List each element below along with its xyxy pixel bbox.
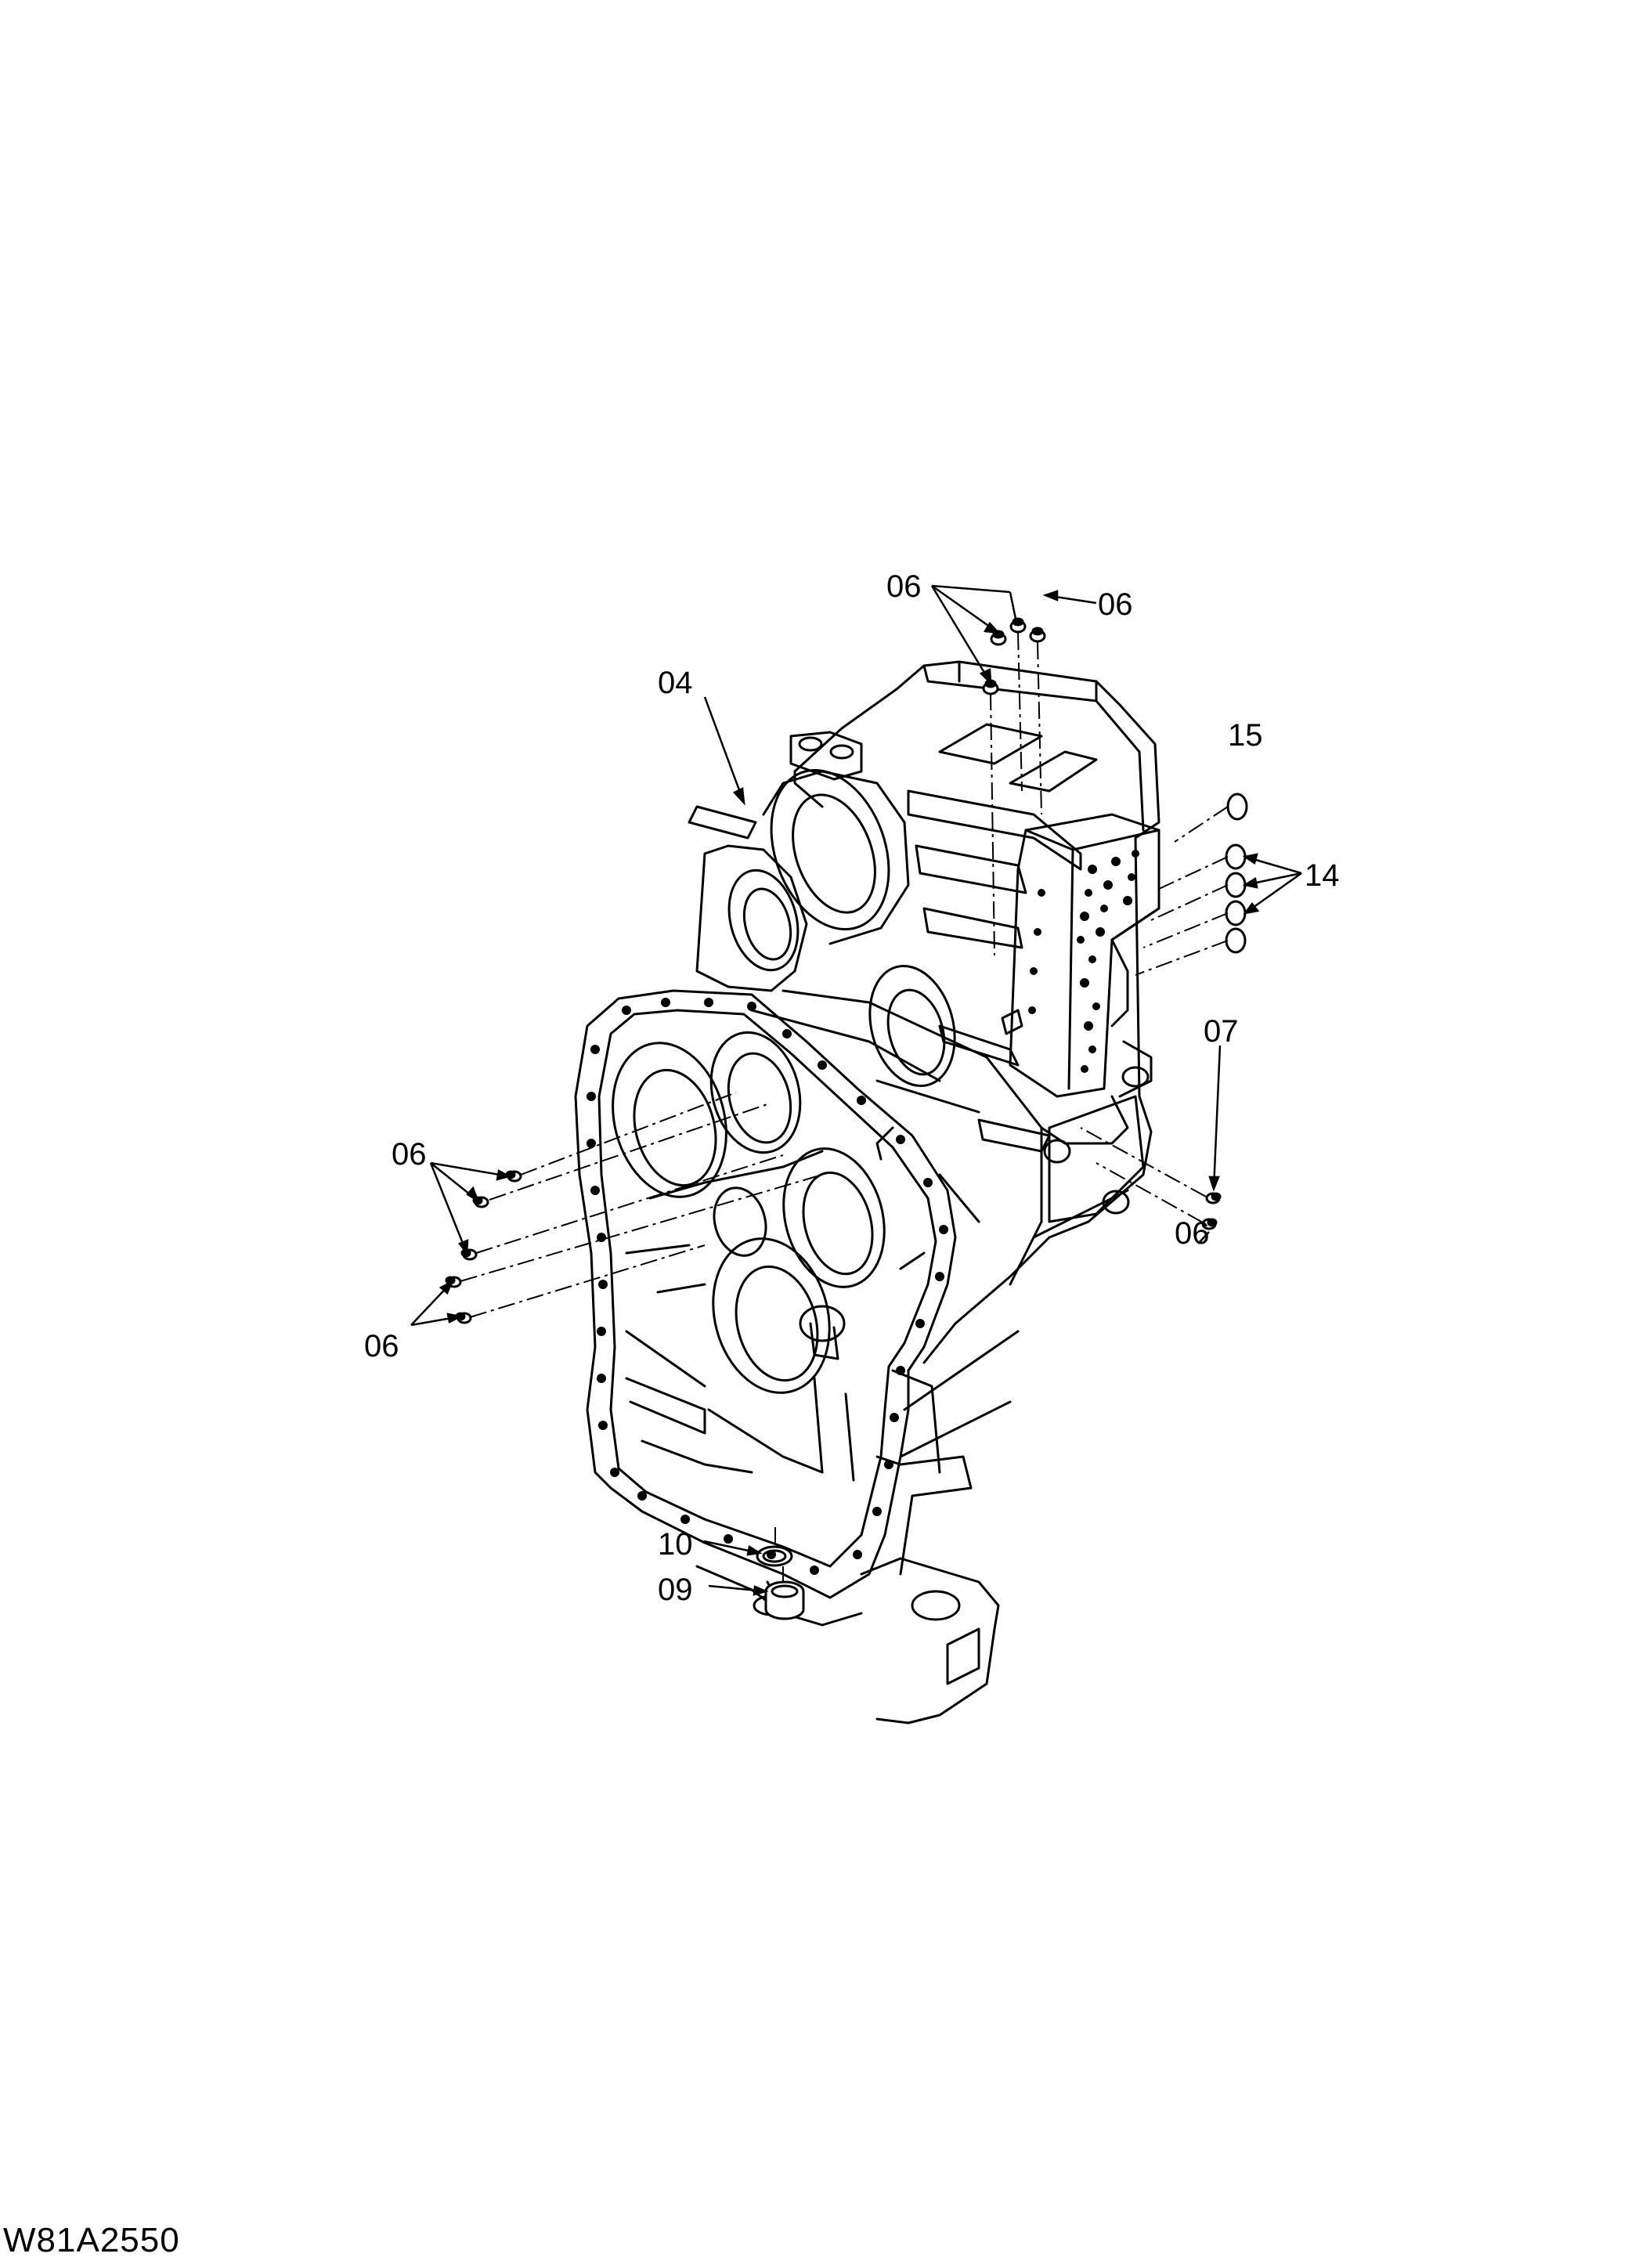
washer-10: [756, 1545, 793, 1567]
bolt-top-2: [1009, 617, 1027, 634]
callout-06-left-upper: 06: [392, 1137, 427, 1172]
o-ring-14-3: [1225, 900, 1247, 926]
leader-lines: [410, 584, 1302, 1596]
callout-06-top-left: 06: [886, 569, 922, 604]
o-ring-14-4: [1225, 927, 1247, 954]
assembly-lines: [460, 632, 1229, 1582]
bolt-left-3: [460, 1248, 478, 1261]
bolt-right-2: [1201, 1218, 1218, 1230]
plug-09: [764, 1580, 805, 1620]
callout-07: 07: [1204, 1014, 1239, 1049]
bolt-top-1: [990, 630, 1007, 646]
callout-06-left-lower: 06: [364, 1329, 399, 1363]
callout-06-right: 06: [1175, 1216, 1210, 1251]
o-ring-15: [1226, 793, 1248, 821]
callout-14: 14: [1305, 858, 1340, 893]
bolt-top-3: [1029, 627, 1046, 643]
drawing-number: W81A2550: [3, 2221, 180, 2259]
o-ring-14-2: [1225, 872, 1247, 898]
callouts: 06 06 04 15 14 07 06 06 06 10 09: [364, 569, 1340, 1607]
callout-15: 15: [1228, 718, 1263, 753]
callout-10: 10: [658, 1527, 693, 1562]
callout-04: 04: [658, 666, 693, 700]
bolt-right-1: [1205, 1192, 1222, 1204]
loose-parts: [445, 617, 1248, 1620]
transmission-housing-drawing: [574, 660, 1161, 1724]
callout-09: 09: [658, 1573, 693, 1607]
callout-06-top-right: 06: [1098, 587, 1133, 622]
o-ring-14-1: [1225, 843, 1247, 870]
